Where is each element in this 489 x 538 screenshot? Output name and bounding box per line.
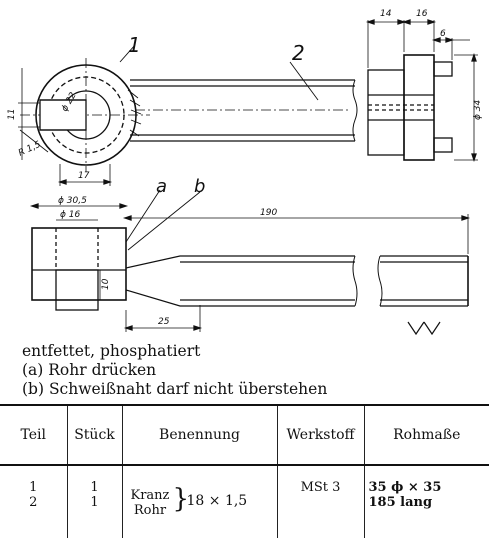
dim-17: 17 [78, 171, 90, 181]
dim-11: 11 [7, 109, 17, 120]
part-label-1: 1 [128, 33, 141, 57]
header-teil: Teil [0, 405, 67, 465]
weld-label-b: b [194, 176, 205, 197]
benennung-kranz: Kranz [131, 488, 170, 503]
dim-dia-34: ϕ 34 [473, 99, 483, 120]
technical-drawing: 1 2 a b 14 16 6 ϕ 34 ϕ 22 11 R 1,5 17 ϕ … [0, 0, 489, 345]
dim-6: 6 [440, 29, 446, 39]
header-benennung: Benennung [122, 405, 277, 465]
header-werkstoff: Werkstoff [277, 405, 364, 465]
cell-rohmasse: 35 ϕ × 35 185 lang [364, 465, 489, 538]
dim-dia-30-5: ϕ 30,5 [58, 196, 87, 206]
benennung-rohr: Rohr [131, 503, 170, 518]
ring-side-view [368, 20, 478, 160]
rohmasse-1: 35 ϕ × 35 [369, 480, 489, 495]
cell-werkstoff: MSt 3 [277, 465, 364, 538]
tube-top-view [130, 62, 357, 141]
parts-list-table: Teil Stück Benennung Werkstoff Rohmaße 1… [0, 404, 489, 538]
ring-front-view [18, 45, 150, 186]
dim-25: 25 [158, 317, 170, 327]
stueck-1: 1 [68, 480, 122, 495]
rohmasse-2: 185 lang [369, 495, 489, 510]
teil-1: 1 [0, 480, 67, 495]
cell-teil: 1 2 [0, 465, 67, 538]
dim-16: 16 [416, 9, 428, 19]
dim-10: 10 [101, 278, 111, 290]
table-row: 1 2 1 1 Kranz Rohr } 18 × 1,5 MSt 3 35 ϕ… [0, 465, 489, 538]
part-label-2: 2 [292, 41, 305, 65]
dim-190: 190 [260, 208, 277, 218]
teil-2: 2 [0, 495, 67, 510]
dim-radius: R 1,5 [17, 140, 43, 159]
weld-label-a: a [156, 176, 167, 197]
cell-stueck: 1 1 [67, 465, 122, 538]
note-b: (b) Schweißnaht darf nicht überstehen [22, 380, 327, 399]
benennung-dims: 18 × 1,5 [187, 494, 248, 509]
dim-14: 14 [380, 9, 392, 19]
cell-benennung: Kranz Rohr } 18 × 1,5 [122, 465, 277, 538]
stueck-2: 1 [68, 495, 122, 510]
header-stueck: Stück [67, 405, 122, 465]
werkstoff-value: MSt 3 [301, 480, 341, 495]
note-surface-treatment: entfettet, phosphatiert [22, 342, 327, 361]
manufacturing-notes: entfettet, phosphatiert (a) Rohr drücken… [22, 342, 327, 399]
note-a: (a) Rohr drücken [22, 361, 327, 380]
assembly-section [32, 190, 468, 334]
table-header-row: Teil Stück Benennung Werkstoff Rohmaße [0, 405, 489, 465]
header-rohmasse: Rohmaße [364, 405, 489, 465]
dim-dia-16: ϕ 16 [60, 210, 81, 220]
